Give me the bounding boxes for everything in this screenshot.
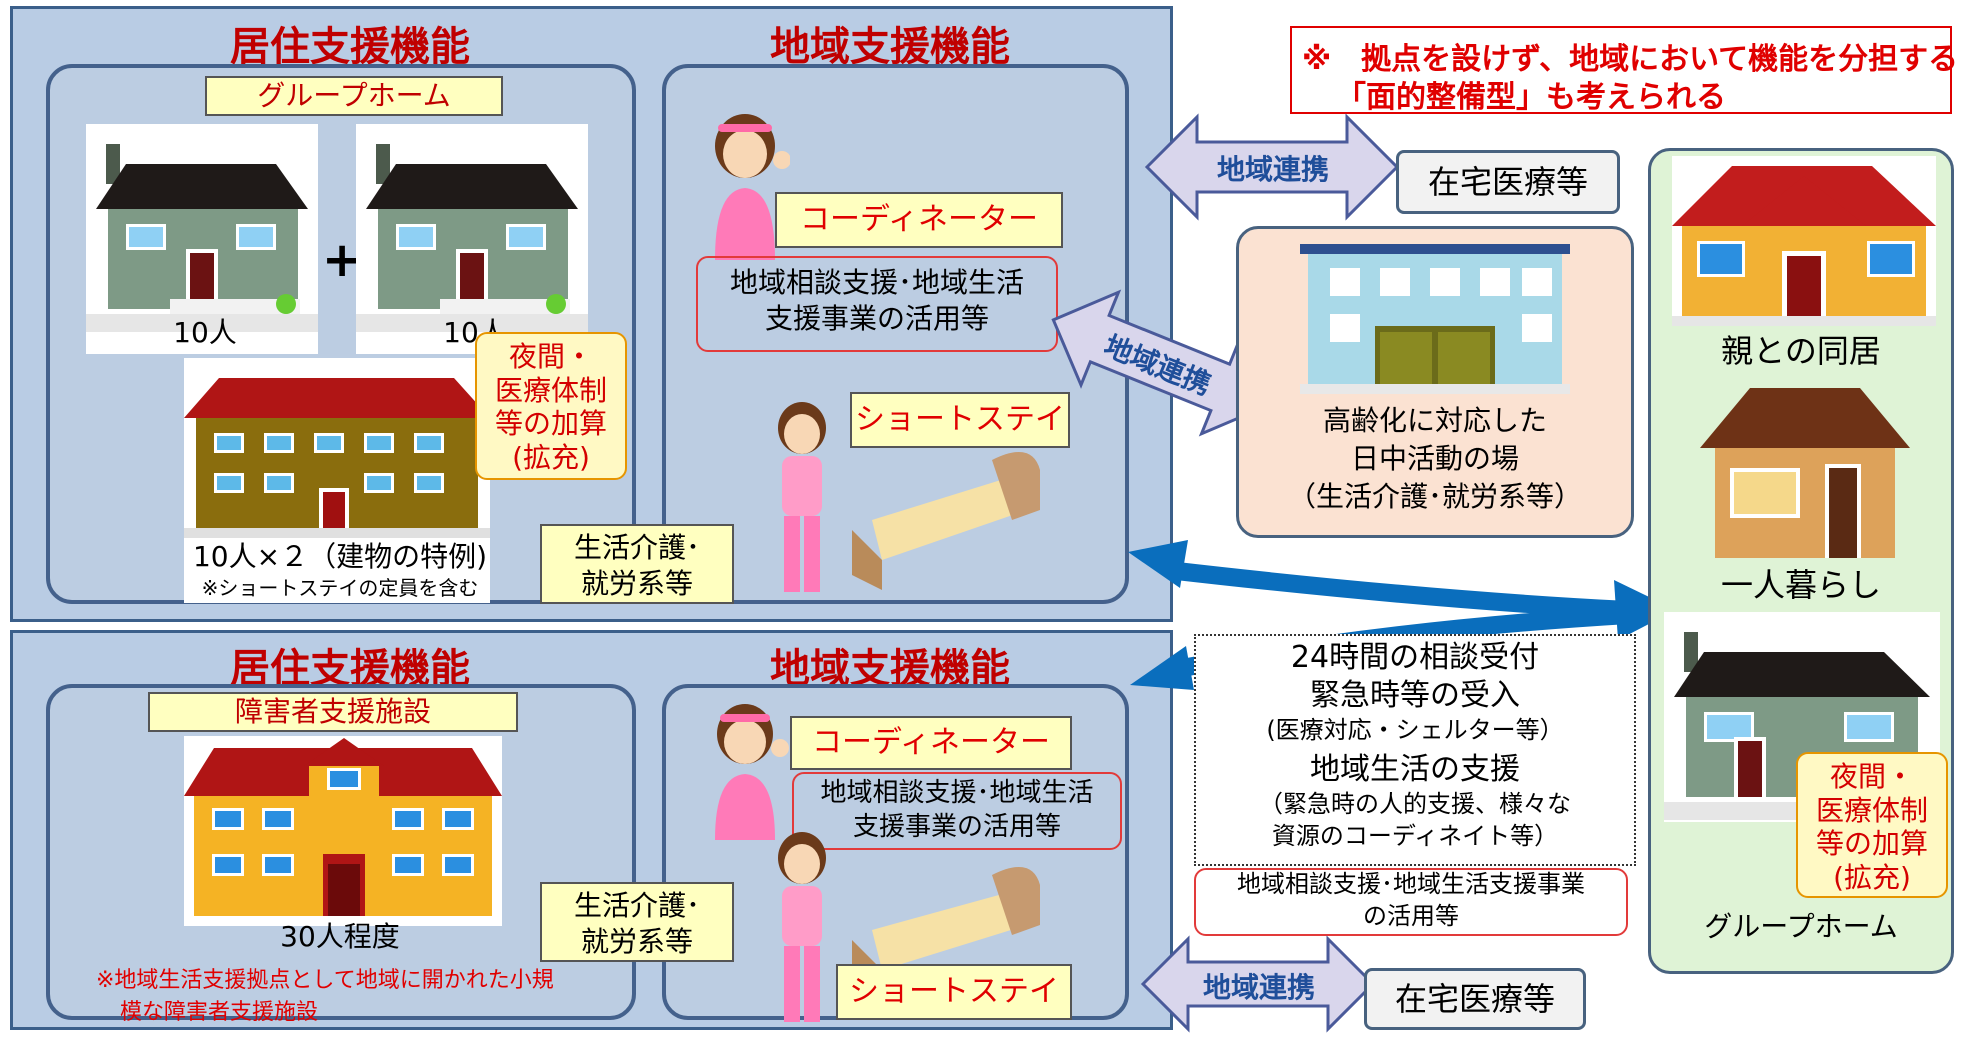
- day-activity-building: [1300, 244, 1570, 394]
- bottom-coordinator-label: コーディネーター: [790, 716, 1072, 770]
- notice-line1: ※ 拠点を設けず、地域において機能を分担する: [1302, 42, 1959, 77]
- regional-link-label-top: 地域連携: [1216, 153, 1329, 186]
- group-home-label: グループホーム: [205, 76, 503, 116]
- bottom-caregiver-with-bed-illustration: [762, 830, 1042, 1026]
- top-daily-care-line2: 就労系等: [580, 567, 693, 600]
- right-group-home-label: グループホーム: [1704, 910, 1898, 943]
- right-night-care-line2: 医療体制: [1815, 793, 1928, 827]
- living-with-parents: 親との同居: [1721, 332, 1881, 370]
- home-medical-box-bottom: 在宅医療等: [1364, 968, 1586, 1030]
- disability-facility-label: 障害者支援施設: [148, 692, 518, 732]
- day-activity-line1: 高齢化に対応した: [1322, 404, 1547, 437]
- service-24h-consultation: 24時間の相談受付: [1290, 640, 1540, 675]
- house-illustration-1: [86, 124, 318, 354]
- regional-link-label-bottom: 地域連携: [1202, 971, 1315, 1004]
- service-emergency-acceptance: 緊急時等の受入: [1310, 678, 1520, 713]
- house-illustration-2: [356, 124, 588, 354]
- big-building-caption: 10人×２（建物の特例): [192, 540, 487, 573]
- top-night-care-line4: (拡充): [512, 440, 590, 474]
- service-medical-shelter: (医療対応・シェルター等）: [1266, 716, 1564, 744]
- right-night-care-addition: 夜間・ 医療体制 等の加算 (拡充): [1796, 752, 1948, 898]
- day-activity-line2: 日中活動の場: [1350, 442, 1519, 475]
- day-activity-line3: （生活介護･就労系等）: [1287, 480, 1582, 513]
- right-night-care-line1: 夜間・: [1829, 760, 1914, 793]
- bottom-consult-support-line1: 地域相談支援･地域生活: [820, 778, 1094, 808]
- center-consult-support-bracket: [1194, 868, 1628, 936]
- top-consult-support-line2: 支援事業の活用等: [764, 302, 989, 335]
- center-consult-support-line1: 地域相談支援･地域生活支援事業: [1237, 870, 1585, 898]
- facility-caption: 30人程度: [280, 920, 400, 953]
- service-emergency-staff: （緊急時の人的支援、様々な: [1259, 790, 1571, 818]
- bottom-daily-care-box: 生活介護･ 就労系等: [540, 882, 734, 962]
- big-building-note: ※ショートステイの定員を含む: [201, 576, 479, 600]
- top-night-care-line3: 等の加算: [494, 407, 607, 441]
- family-house-illustration: [1672, 156, 1936, 326]
- home-medical-box-top: 在宅医療等: [1396, 150, 1620, 214]
- top-night-care-line2: 医療体制: [494, 373, 607, 407]
- top-daily-care-line1: 生活介護･: [573, 531, 700, 564]
- large-group-home-building: [184, 358, 490, 603]
- top-housing-support-heading: 居住支援機能: [230, 23, 470, 70]
- single-house-illustration: [1700, 378, 1910, 564]
- top-consult-support-bracket: [696, 256, 1058, 352]
- service-community-life-support: 地域生活の支援: [1310, 752, 1520, 787]
- house1-caption: 10人: [173, 316, 237, 349]
- facility-note-line1: ※地域生活支援拠点として地域に開かれた小規: [96, 968, 554, 993]
- bottom-consult-support-bracket: [792, 772, 1122, 850]
- right-night-care-line4: (拡充): [1833, 860, 1911, 894]
- living-alone: 一人暮らし: [1720, 566, 1881, 604]
- top-short-stay-label: ショートステイ: [850, 392, 1070, 448]
- facility-note-line2: 模な障害者支援施設: [120, 1000, 319, 1025]
- top-consult-support-line1: 地域相談支援･地域生活: [729, 266, 1024, 299]
- top-night-care-line1: 夜間・: [508, 340, 593, 373]
- area-model-notice: ※ 拠点を設けず、地域において機能を分担する 「面的整備型」も考えられる: [1290, 26, 1958, 115]
- disability-support-facility-building: [184, 736, 502, 926]
- service-resource-coordination: 資源のコーディネイト等）: [1271, 822, 1559, 850]
- plus-sign: +: [322, 232, 363, 288]
- bottom-short-stay-label: ショートステイ: [836, 964, 1072, 1020]
- coordinator-person-icon: [700, 110, 791, 260]
- caregiver-with-bed-illustration: [762, 400, 1042, 596]
- top-community-support-heading: 地域支援機能: [770, 23, 1010, 70]
- bottom-coordinator-person-icon: [700, 700, 790, 840]
- support-services-box: [1194, 634, 1636, 866]
- top-daily-care-box: 生活介護･ 就労系等: [540, 524, 734, 604]
- notice-line2: 「面的整備型」も考えられる: [1336, 80, 1726, 115]
- center-consult-support-line2: の活用等: [1363, 902, 1459, 930]
- bottom-daily-care-line1: 生活介護･: [573, 889, 700, 922]
- bottom-daily-care-line2: 就労系等: [580, 925, 693, 958]
- top-night-care-addition: 夜間・ 医療体制 等の加算 (拡充): [475, 332, 627, 480]
- right-night-care-line3: 等の加算: [1815, 827, 1928, 861]
- top-coordinator-label: コーディネーター: [775, 192, 1063, 248]
- bottom-consult-support-line2: 支援事業の活用等: [852, 812, 1061, 842]
